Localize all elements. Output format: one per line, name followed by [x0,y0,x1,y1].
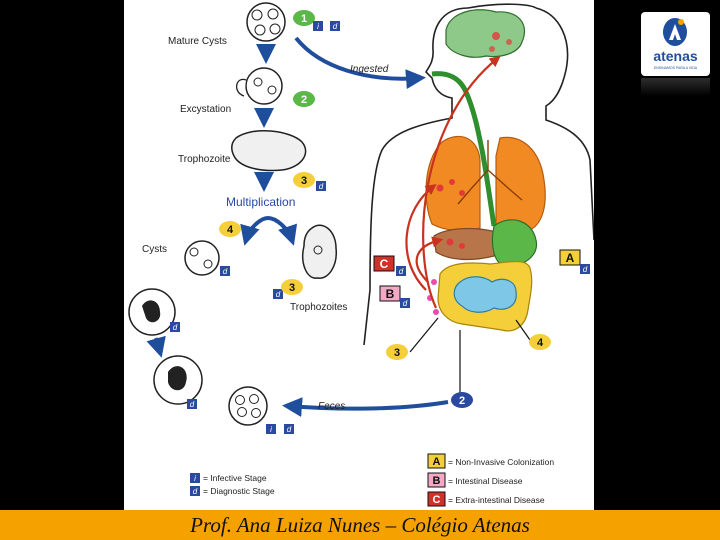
svg-text:3: 3 [301,175,307,187]
svg-text:i: i [317,22,319,31]
svg-text:d: d [287,425,292,434]
badge-stage-3-troph: 3 [281,279,303,295]
badge-stage-1: 1 [293,10,315,26]
legend-b: = Intestinal Disease [448,476,523,486]
badge-pathway-b: B d [379,285,410,308]
legend-diagnostic: = Diagnostic Stage [203,486,275,496]
logo-tagline: ENSINAMOS PARA A VIDA [653,66,698,70]
svg-text:2: 2 [459,395,465,407]
svg-text:2: 2 [301,94,307,106]
entamoeba-life-cycle-diagram: Mature Cysts Excystation Trophozoite Mul… [128,2,595,507]
svg-text:d: d [403,299,408,308]
label-ingested: Ingested [350,64,389,75]
legend-c-row: C = Extra-intestinal Disease [427,491,545,507]
badge-body-3: 3 [386,344,408,360]
liver [433,227,497,261]
multiplication-split-arrows [240,215,298,246]
svg-text:4: 4 [227,224,234,236]
badge-diagnostic-cysts: d [220,266,230,276]
badge-diagnostic-1: d [330,21,340,31]
badge-pathway-a: A d [559,249,590,274]
leader-line-4 [515,319,531,341]
arrow-to-liver [415,236,444,283]
footer-bar: Prof. Ana Luiza Nunes – Colégio Atenas [0,510,720,540]
svg-text:C: C [380,257,389,271]
brain [445,9,526,58]
badge-diagnostic-dividing: d [170,322,180,332]
atenas-logo: atenas ENSINAMOS PARA A VIDA [641,12,710,76]
atenas-logo-mark [663,18,687,46]
badge-body-2: 2 [451,392,473,408]
label-excystation: Excystation [180,104,231,115]
arrow-ingested [294,36,426,90]
diagram-panel: Mature Cysts Excystation Trophozoite Mul… [124,0,595,510]
svg-text:d: d [190,400,195,409]
label-mature-cysts: Mature Cysts [168,36,227,47]
trophozoites-figure [302,224,337,279]
svg-text:3: 3 [289,282,295,294]
label-multiplication: Multiplication [226,195,295,209]
human-body [363,3,595,346]
svg-text:d: d [319,182,324,191]
excreted-cyst-figure [228,386,268,426]
legend-c: = Extra-intestinal Disease [448,495,545,505]
logo-wordmark: atenas [653,48,698,64]
arrow-cyst-development [146,335,166,358]
esophagus [431,71,497,227]
svg-text:i: i [270,425,272,434]
svg-text:d: d [333,22,338,31]
trophozoite-figure [231,130,307,172]
badge-body-4: 4 [529,334,551,350]
label-trophozoites: Trophozoites [290,302,347,313]
badge-stage-2: 2 [293,91,315,107]
badge-stage-4: 4 [219,221,241,237]
badge-pathway-c: C d [373,255,406,276]
small-intestine [453,276,517,313]
footer-text: Prof. Ana Luiza Nunes – Colégio Atenas [190,512,530,537]
legend-b-row: B = Intestinal Disease [427,472,523,488]
cyst-figure [184,240,220,276]
logo-reflection [641,78,710,96]
svg-text:d: d [399,267,404,276]
svg-text:1: 1 [301,13,307,25]
label-trophozoite: Trophozoite [178,154,231,165]
svg-text:3: 3 [394,347,400,359]
arrow-feces [282,397,449,418]
badge-stage-3: 3 [293,172,315,188]
arrow-to-lungs [405,184,437,291]
svg-text:d: d [193,487,198,496]
svg-text:d: d [276,290,281,299]
legend-a: = Non-Invasive Colonization [448,457,554,467]
legend-diagnostic-row: d = Diagnostic Stage [190,486,275,496]
quadrinucleate-cyst-figure [153,355,203,405]
svg-text:C: C [433,494,441,506]
badge-infective-1: i [313,21,323,31]
badge-infective-excreted: i [266,424,276,434]
label-feces: Feces [318,401,345,412]
label-cysts: Cysts [142,244,167,255]
svg-text:4: 4 [537,337,544,349]
badge-diagnostic-3: d [316,181,326,191]
lungs [425,136,546,232]
svg-text:d: d [223,267,228,276]
badge-diagnostic-quad: d [187,399,197,409]
legend-infective-row: i = Infective Stage [190,473,267,483]
svg-text:A: A [566,251,575,265]
svg-text:d: d [583,265,588,274]
legend-infective: = Infective Stage [203,473,267,483]
badge-diagnostic-excreted: d [284,424,294,434]
svg-text:B: B [386,287,395,301]
svg-text:i: i [194,474,196,483]
badge-diagnostic-troph: d [273,289,283,299]
legend-a-row: A = Non-Invasive Colonization [427,453,554,469]
excystation-figure [236,67,283,105]
svg-text:d: d [173,323,178,332]
dividing-cyst-figure [128,288,176,336]
leader-line-3 [409,317,439,353]
svg-text:B: B [433,475,441,487]
svg-text:A: A [433,456,441,468]
stomach [491,219,538,267]
mature-cyst-figure [246,2,286,42]
